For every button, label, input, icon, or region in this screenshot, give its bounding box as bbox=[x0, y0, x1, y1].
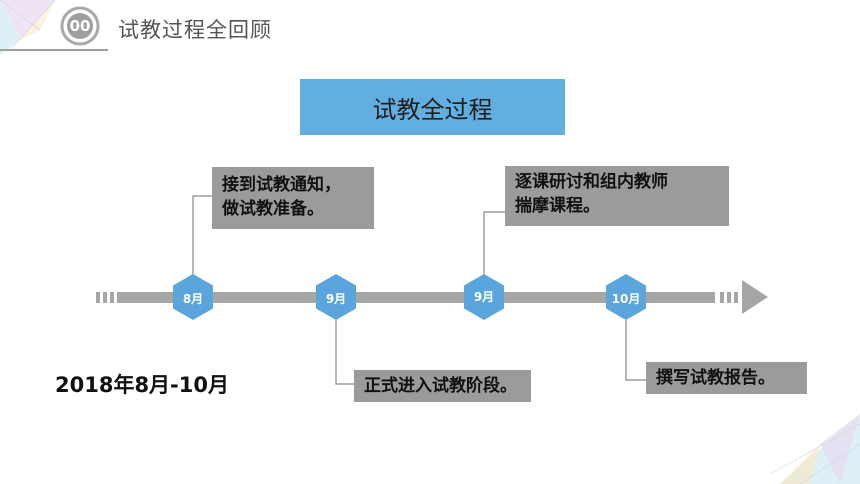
event-box-4: 撰写试教报告。 bbox=[646, 362, 807, 394]
connector-event-3 bbox=[483, 211, 505, 276]
event-text: 正式进入试教阶段。 bbox=[364, 376, 517, 396]
event-box-3: 逐课研讨和组内教师 揣摩课程。 bbox=[505, 166, 729, 226]
event-text: 接到试教通知， bbox=[222, 175, 341, 195]
event-text: 逐课研讨和组内教师 bbox=[515, 172, 668, 192]
header-underline bbox=[0, 49, 108, 51]
timeline-node-label: 8月 bbox=[182, 292, 204, 306]
timeline-node-3 bbox=[464, 274, 504, 320]
event-text: 揣摩课程。 bbox=[515, 196, 600, 216]
section-number-badge: 00 bbox=[58, 6, 102, 46]
connector-event-4 bbox=[625, 320, 646, 381]
timeline-node-label: 9月 bbox=[473, 290, 495, 304]
event-box-2: 正式进入试教阶段。 bbox=[354, 370, 531, 402]
timeline-start-dash bbox=[103, 292, 107, 303]
timeline-end-dash bbox=[727, 292, 731, 303]
top-left-decoration bbox=[0, 0, 56, 55]
timeline-node-1 bbox=[173, 274, 213, 320]
timeline-node-label: 9月 bbox=[325, 292, 347, 306]
event-text: 撰写试教报告。 bbox=[656, 368, 775, 388]
main-title-banner: 试教全过程 bbox=[300, 79, 565, 135]
event-text: 做试教准备。 bbox=[222, 199, 324, 219]
timeline-start-dash bbox=[110, 292, 114, 303]
page-title: 试教过程全回顾 bbox=[118, 18, 272, 42]
timeline-start-dash bbox=[96, 292, 100, 303]
connector-event-2 bbox=[335, 320, 354, 385]
timeline-bar bbox=[117, 292, 715, 303]
connector-event-1 bbox=[192, 195, 212, 276]
timeline-end-dash bbox=[734, 292, 738, 303]
timeline-node-label: 10月 bbox=[611, 292, 641, 306]
section-number: 00 bbox=[70, 17, 91, 35]
event-box-1: 接到试教通知， 做试教准备。 bbox=[212, 167, 374, 229]
timeline-node-4 bbox=[606, 274, 646, 320]
timeline-end-dash bbox=[720, 292, 724, 303]
timeline-arrowhead bbox=[742, 280, 768, 314]
date-range-label: 2018年8月-10月 bbox=[55, 373, 229, 397]
bottom-right-decoration bbox=[769, 414, 860, 484]
timeline-node-2 bbox=[316, 274, 356, 320]
